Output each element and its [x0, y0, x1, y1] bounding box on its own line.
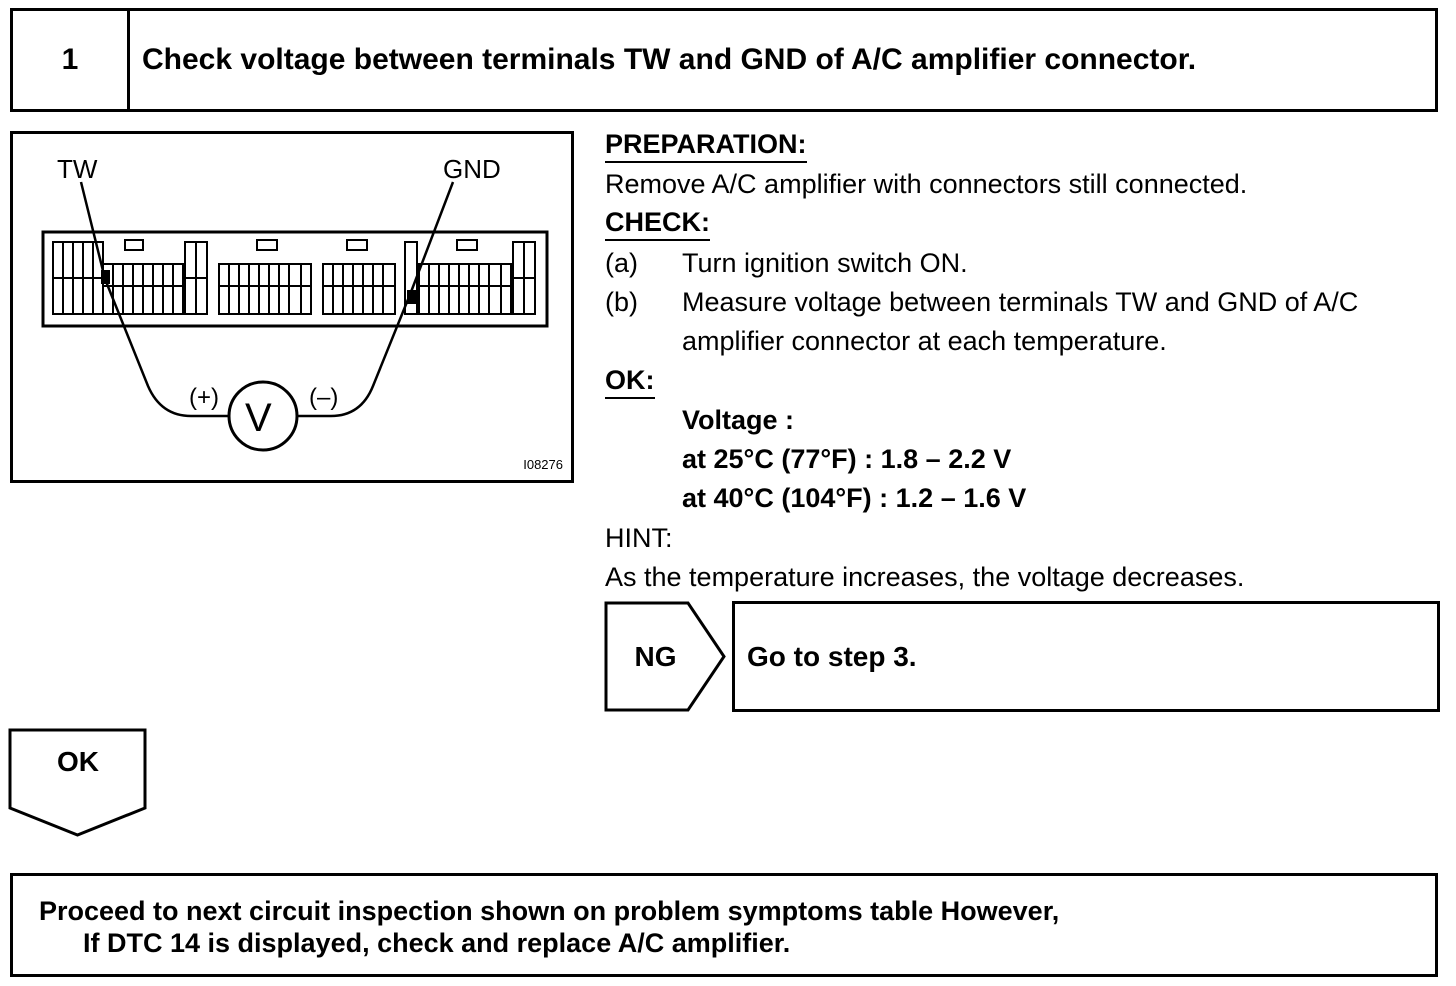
ok-arrow-shape: [8, 728, 147, 837]
check-item-key: (a): [605, 248, 638, 278]
ng-arrow-shape: [604, 601, 726, 712]
preparation-text: Remove A/C amplifier with connectors sti…: [605, 169, 1248, 199]
voltmeter-symbol: V: [245, 396, 272, 440]
ng-result: Go to step 3.: [732, 601, 1440, 712]
ng-label: NG: [634, 640, 677, 672]
ng-branch: NG Go to step 3.: [604, 601, 1440, 712]
gnd-terminal-label: GND: [443, 154, 501, 184]
check-item-key: (b): [605, 287, 638, 317]
ok-voltage-25c: at 25°C (77°F) : 1.8 – 2.2 V: [682, 444, 1012, 474]
check-item-text: Turn ignition switch ON.: [682, 248, 968, 278]
hint-text: As the temperature increases, the voltag…: [605, 562, 1245, 592]
check-item-text: Measure voltage between terminals TW and…: [682, 287, 1359, 317]
check-heading: CHECK:: [605, 207, 710, 241]
step-number: 1: [13, 11, 130, 109]
ok-branch: OK: [8, 728, 148, 838]
ok-voltage-label: Voltage :: [682, 405, 795, 435]
ok-heading: OK:: [605, 365, 655, 399]
minus-label: (–): [309, 384, 339, 411]
ok-voltage-40c: at 40°C (104°F) : 1.2 – 1.6 V: [682, 483, 1027, 513]
connector-drawing: [41, 181, 549, 452]
step-title: Check voltage between terminals TW and G…: [142, 43, 1197, 76]
plus-label: (+): [189, 384, 219, 411]
check-item-b-continuation: amplifier connector at each temperature.: [682, 326, 1167, 356]
tw-terminal-label: TW: [57, 154, 98, 184]
hint-heading: HINT:: [605, 523, 673, 553]
ok-label: OK: [57, 746, 99, 777]
final-line-1: Proceed to next circuit inspection shown…: [39, 896, 1060, 926]
final-line-2: If DTC 14 is displayed, check and replac…: [83, 928, 791, 958]
connector-diagram: TW GND (+) (–) V I08276: [10, 131, 574, 483]
final-instruction-box: Proceed to next circuit inspection shown…: [10, 873, 1438, 977]
step-header: 1 Check voltage between terminals TW and…: [10, 8, 1438, 112]
preparation-heading: PREPARATION:: [605, 129, 807, 163]
diagram-code: I08276: [523, 457, 563, 472]
